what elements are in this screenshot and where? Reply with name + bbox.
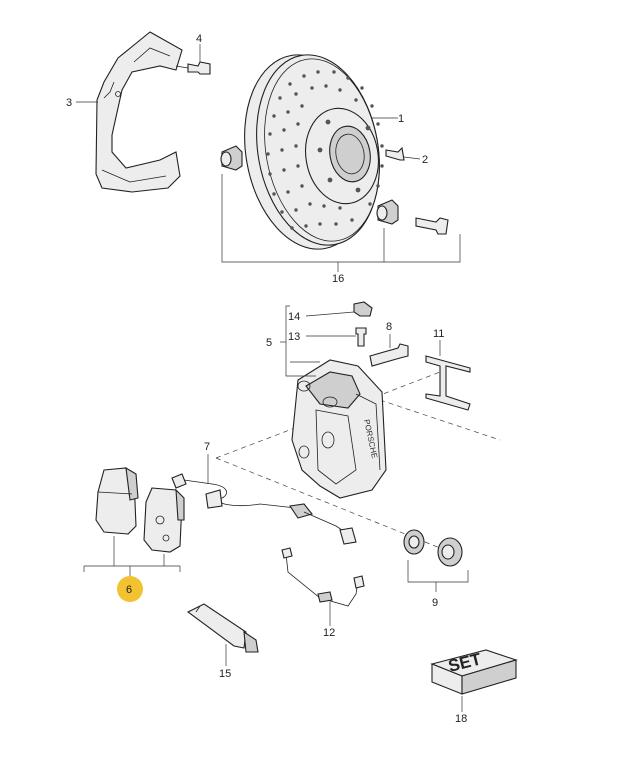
callout-label[interactable]: 18 [455, 713, 467, 725]
part-disc-bolt[interactable] [415, 217, 449, 235]
callout-label[interactable]: 9 [432, 597, 438, 609]
bracket-5 [285, 305, 316, 377]
callout-label[interactable]: 12 [323, 627, 335, 639]
part-disc-bush-right[interactable] [376, 199, 399, 225]
part-brake-caliper[interactable]: PORSCHE [291, 359, 387, 499]
part-brake-pad-left[interactable] [95, 466, 139, 535]
part-bleeder-cap[interactable] [353, 301, 373, 317]
callout-label[interactable]: 13 [288, 331, 300, 343]
callout-label[interactable]: 2 [422, 154, 428, 166]
part-pad-wear-sensor[interactable] [171, 473, 357, 545]
callout-label[interactable]: 11 [433, 328, 444, 340]
part-brake-disc[interactable] [230, 45, 394, 260]
part-piston-seal-right[interactable] [437, 537, 463, 567]
callout-label[interactable]: 5 [266, 337, 272, 349]
callout-label[interactable]: 16 [332, 273, 344, 285]
callout-label[interactable]: 6 [126, 584, 132, 596]
part-piston-seal-left[interactable] [403, 529, 425, 555]
callout-6-highlight [117, 576, 143, 602]
callout-label[interactable]: 14 [288, 311, 300, 323]
part-pad-retaining-spring[interactable] [425, 355, 471, 411]
part-parts-set-box[interactable]: SET [430, 649, 518, 695]
callout-label[interactable]: 7 [204, 441, 210, 453]
part-disc-bush-left[interactable] [220, 145, 243, 171]
part-brake-pad-right[interactable] [143, 487, 185, 553]
callout-label[interactable]: 1 [398, 113, 404, 125]
part-bleeder-screw[interactable] [355, 327, 367, 347]
disc-drill-holes [266, 70, 384, 230]
callout-label[interactable]: 3 [66, 97, 72, 109]
part-disc-screw[interactable] [385, 146, 421, 161]
part-splash-guard-bolt[interactable] [175, 61, 211, 75]
part-brake-line[interactable] [281, 547, 365, 607]
bracket-16 [221, 174, 461, 263]
bracket-9 [407, 560, 469, 583]
part-caliper-bolt[interactable] [369, 343, 409, 367]
part-grease-tube[interactable] [186, 603, 259, 653]
part-splash-guard[interactable] [95, 31, 183, 193]
callout-label[interactable]: 15 [219, 668, 231, 680]
callout-label[interactable]: 4 [196, 33, 202, 45]
callout-label[interactable]: 8 [386, 321, 392, 333]
